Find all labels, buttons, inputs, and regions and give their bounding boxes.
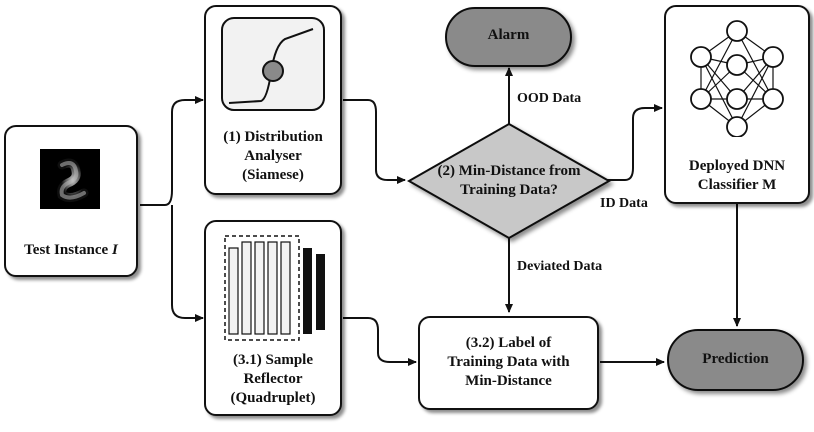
quadruplet-network-icon: [224, 235, 325, 341]
classifier-box: Deployed DNN Classifier M: [664, 5, 810, 204]
reflector-line-3: (Quadruplet): [230, 390, 316, 406]
classifier-line-1: Deployed DNN: [688, 158, 786, 174]
decision-line-2: Training Data?: [460, 182, 558, 198]
test-instance-box: Test Instance I: [4, 125, 138, 277]
edge-test-to-analyser: [140, 96, 204, 206]
siamese-curve-icon: [221, 17, 325, 111]
edge-label-ood: OOD Data: [517, 91, 582, 106]
alarm-pill: [445, 7, 572, 67]
test-instance-symbol: I: [111, 242, 118, 258]
label-line-3: Min-Distance: [465, 373, 552, 389]
analyser-line-3: (Siamese): [242, 167, 304, 183]
prediction-pill: [667, 329, 804, 391]
decision-diamond: [406, 122, 612, 240]
edge-reflector-to-label: [343, 317, 417, 366]
edge-label-deviated: Deviated Data: [517, 259, 603, 274]
edge-decision-to-classifier: [605, 104, 663, 181]
label-line-1: (3.2) Label of: [465, 335, 552, 351]
test-instance-label: Test Instance I: [6, 241, 136, 260]
connectors: [140, 67, 741, 366]
alarm-label: Alarm: [487, 27, 530, 43]
edge-analyser-to-decision: [343, 99, 406, 184]
label-min-distance-box: (3.2) Label of Training Data with Min-Di…: [418, 316, 599, 410]
decision-label: (2) Min-Distance from Training Data?: [409, 162, 609, 200]
edge-test-to-reflector: [171, 205, 204, 322]
distribution-analyser-box: (1) Distribution Analyser (Siamese): [204, 5, 342, 195]
test-instance-text: Test Instance: [24, 242, 112, 258]
reflector-line-2: Reflector: [243, 371, 303, 387]
classifier-label: Deployed DNN Classifier M: [666, 157, 808, 195]
classifier-line-2: Classifier M: [697, 177, 777, 193]
neural-network-icon: [690, 20, 784, 137]
distribution-analyser-label: (1) Distribution Analyser (Siamese): [206, 128, 340, 185]
digit-image-icon: [40, 149, 100, 209]
label-line-2: Training Data with: [447, 354, 570, 370]
reflector-line-1: (3.1) Sample: [233, 352, 313, 368]
sample-reflector-label: (3.1) Sample Reflector (Quadruplet): [206, 351, 340, 408]
decision-line-1: (2) Min-Distance from: [437, 163, 581, 179]
label-min-distance-label: (3.2) Label of Training Data with Min-Di…: [420, 334, 597, 391]
sample-reflector-box: (3.1) Sample Reflector (Quadruplet): [204, 220, 342, 416]
edge-label-id: ID Data: [600, 196, 648, 211]
prediction-label: Prediction: [702, 351, 769, 367]
analyser-line-1: (1) Distribution: [223, 129, 323, 145]
analyser-line-2: Analyser: [244, 148, 302, 164]
